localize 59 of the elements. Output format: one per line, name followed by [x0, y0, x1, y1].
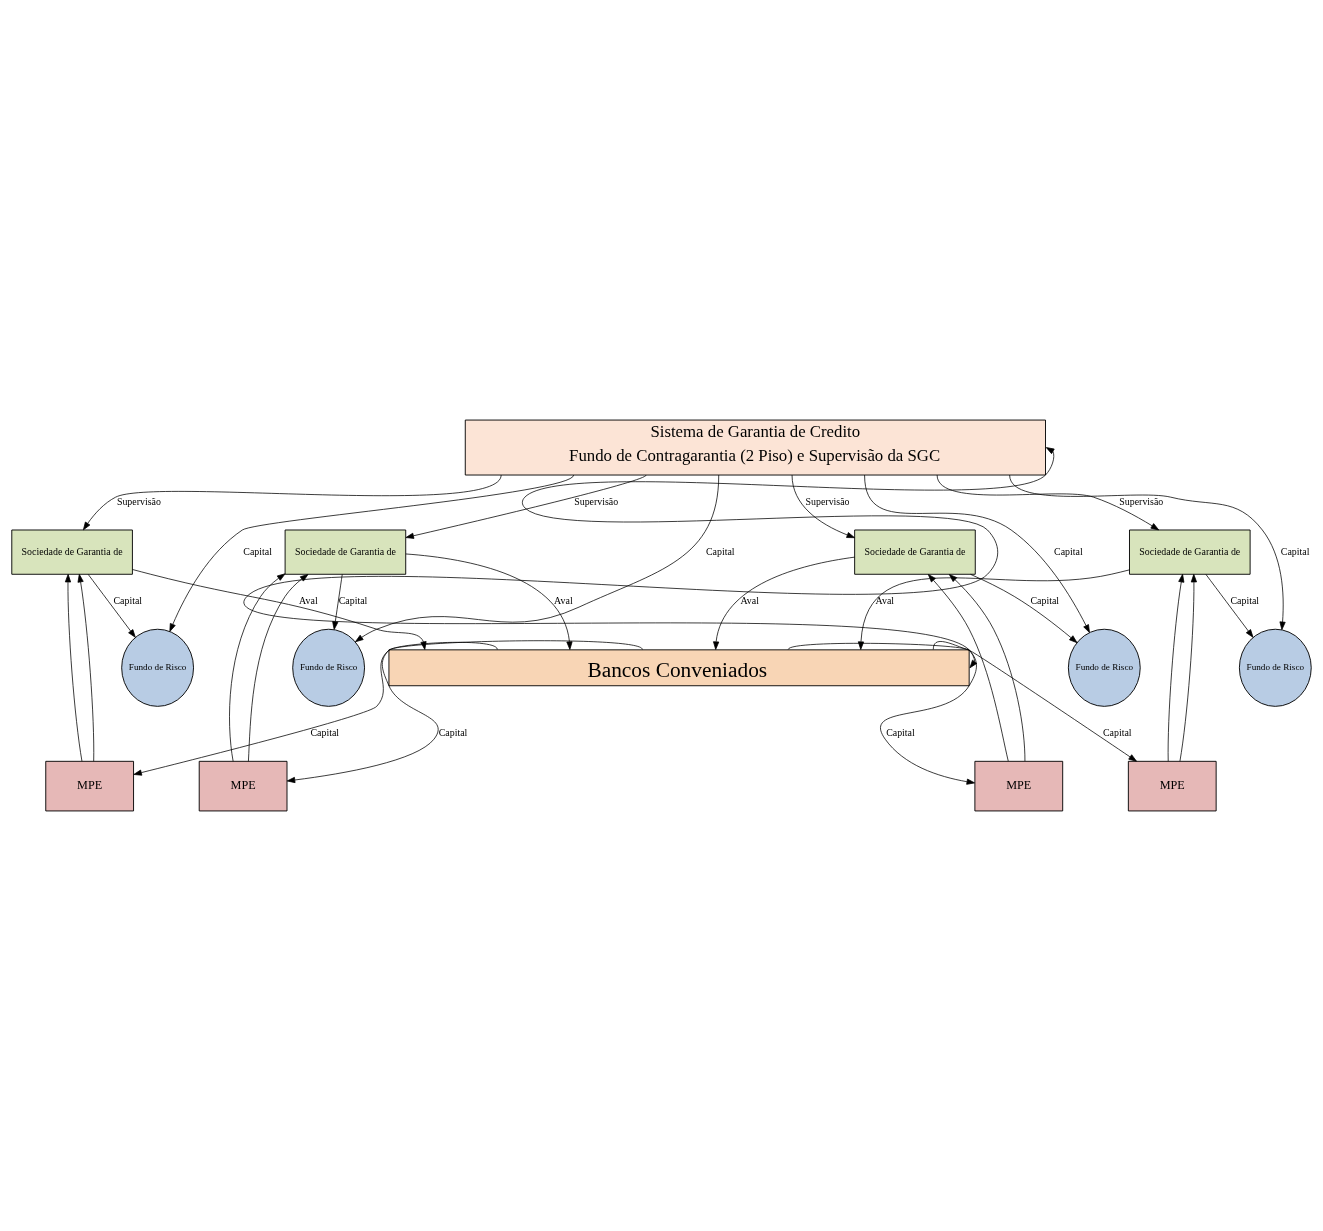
arrow — [791, 474, 855, 539]
edge-label: Aval — [299, 595, 318, 607]
node-box: Sociedade de Garantia de — [284, 529, 407, 575]
node-box: MPE — [45, 760, 134, 812]
node-box: Sociedade de Garantia de — [854, 529, 976, 575]
edge-label: Aval — [740, 595, 759, 607]
arrow — [405, 474, 647, 539]
arrow — [83, 474, 502, 531]
node-box: MPE — [974, 760, 1064, 812]
arrow — [87, 574, 136, 638]
edge-label: Aval — [554, 595, 573, 607]
edge-label: Capital — [886, 727, 915, 739]
edge-label: Capital — [438, 727, 468, 739]
arrow — [64, 573, 83, 762]
arrow — [927, 574, 1009, 762]
node-box: MPE — [1127, 760, 1217, 812]
arrow — [787, 642, 977, 785]
arrow — [355, 474, 720, 643]
arrow — [713, 556, 855, 650]
arrow — [1205, 574, 1254, 638]
arrow — [229, 573, 286, 762]
edge-label: Supervisão — [116, 496, 161, 508]
edge-label: Supervisão — [1119, 496, 1164, 508]
arrow — [948, 574, 1026, 762]
arrow — [1179, 573, 1197, 762]
node-box: Sociedade de Garantia de — [11, 529, 133, 575]
arrow — [286, 640, 643, 784]
arrow — [132, 569, 427, 650]
node-box: MPE — [198, 760, 288, 812]
edge-label: Capital — [1030, 595, 1060, 607]
arrow — [332, 574, 343, 630]
edge-label: Capital — [1230, 595, 1260, 607]
arrow — [1009, 474, 1286, 631]
arrow — [932, 641, 1137, 762]
node-box: Bancos Conveniados — [388, 649, 970, 687]
edge-label: Capital — [113, 595, 143, 607]
edge-label: Capital — [705, 545, 735, 557]
edge-label: Capital — [243, 545, 272, 557]
edge-label: Supervisão — [805, 496, 850, 508]
node-box: Sistema de Garantia de Credito Fundo de Contragarantia (2 Piso) e Supervisão da SGC — [464, 419, 1046, 476]
arrow — [169, 474, 575, 632]
edge-label: Aval — [875, 595, 895, 607]
arrow — [133, 641, 498, 776]
edge-label: Capital — [1102, 727, 1132, 739]
edge-label: Capital — [1054, 545, 1083, 557]
edge-label: Capital — [1280, 545, 1310, 557]
arrow — [970, 573, 1078, 644]
arrow — [864, 474, 1090, 633]
edge-label: Supervisão — [574, 496, 619, 508]
edge-label: Capital — [338, 595, 368, 607]
arrow — [405, 553, 573, 650]
arrow — [246, 447, 1055, 669]
edge-label: Capital — [310, 727, 340, 739]
arrow — [248, 574, 309, 762]
arrow — [936, 474, 1160, 531]
arrow — [1167, 573, 1185, 762]
arrow — [857, 569, 1130, 650]
arrow — [77, 573, 95, 762]
node-box: Sociedade de Garantia de — [1129, 529, 1251, 575]
